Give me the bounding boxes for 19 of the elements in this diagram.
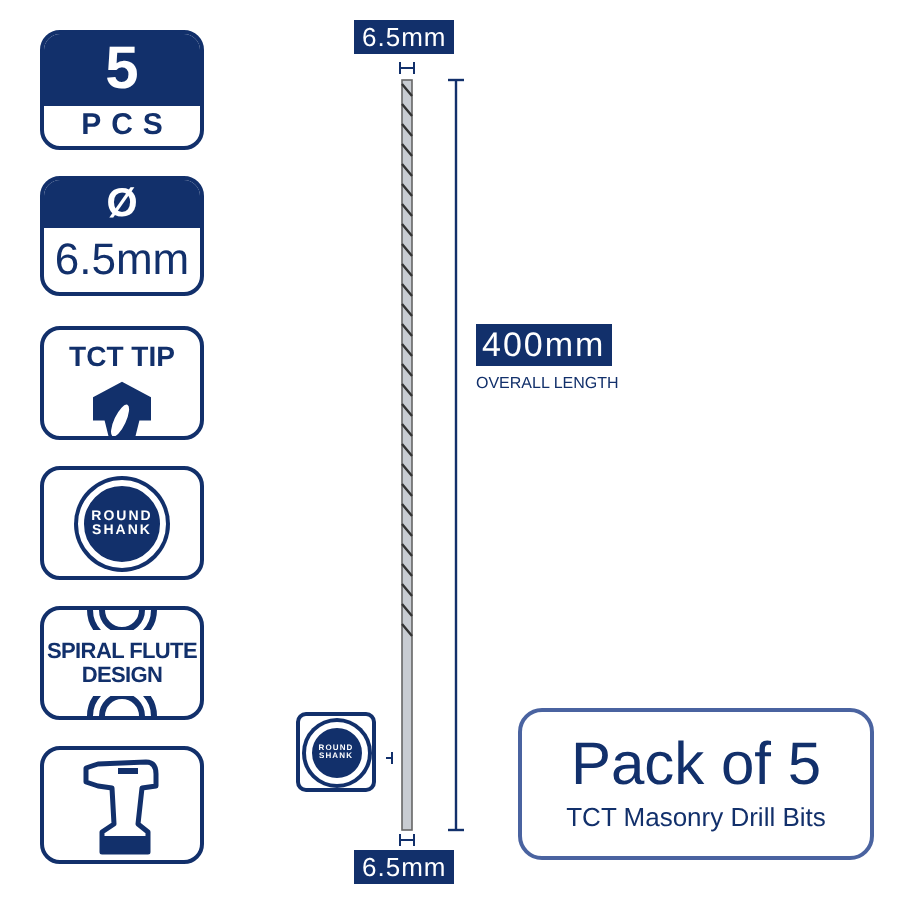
pack-card xyxy=(518,708,874,860)
feature-text: SPIRAL FLUTE DESIGN xyxy=(44,639,200,687)
feature-card xyxy=(40,326,204,440)
dimension-label: 6.5mm xyxy=(354,20,455,54)
unit-text: PCS xyxy=(79,106,173,146)
pack-title: Pack of 5 xyxy=(570,732,822,800)
feature-card xyxy=(40,30,204,150)
dimension-label: 6.5mm xyxy=(354,850,455,884)
dimension-caption: OVERALL LENGTH xyxy=(476,374,619,394)
feature-card xyxy=(40,606,204,720)
pack-subtitle: TCT Masonry Drill Bits xyxy=(566,800,826,836)
feature-card xyxy=(40,746,204,864)
feature-card xyxy=(40,466,204,580)
dimension-label: 400mm xyxy=(476,324,612,366)
count-text: 5 xyxy=(105,40,139,100)
feature-card xyxy=(40,176,204,296)
feature-text: TCT TIP xyxy=(69,338,175,376)
diameter-text: 6.5mm xyxy=(54,232,190,288)
diameter-symbol: Ø xyxy=(106,184,138,224)
